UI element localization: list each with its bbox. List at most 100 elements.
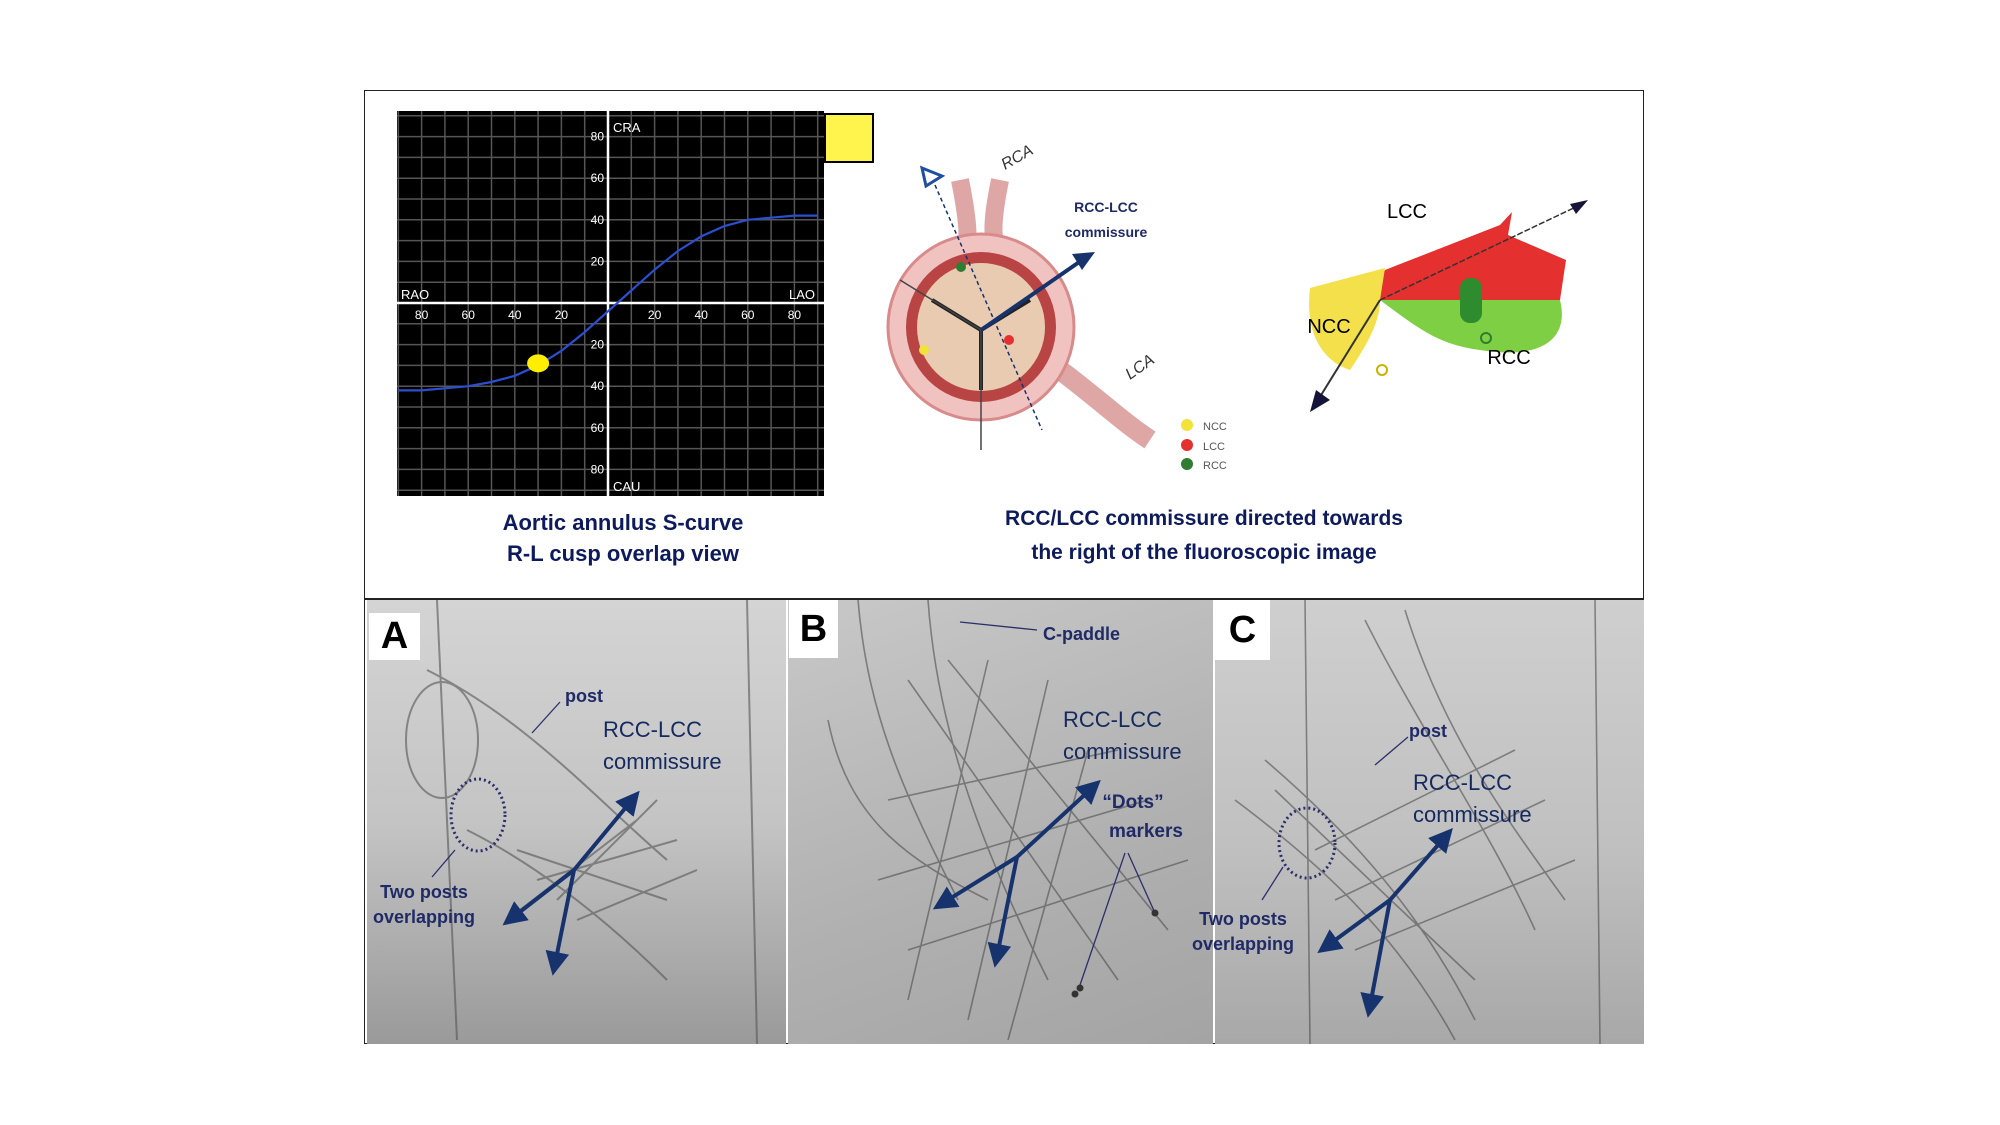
y-tick-label: 80: [591, 130, 605, 144]
coronary-ostium: [1460, 278, 1482, 323]
pointer-b-dots-1: [1079, 852, 1126, 986]
aortic-valve-diagram: RCA LCA RCC-LCC commissure NCC LCC RCC: [886, 142, 1227, 472]
y-tick-label: 40: [591, 213, 605, 227]
lcc-cusp: [1370, 212, 1566, 310]
x-tick-label: 20: [648, 308, 662, 322]
arrow-c-down: [1360, 899, 1392, 1018]
label-a-commissure-2: commissure: [603, 749, 722, 774]
dot-marker: [1151, 909, 1159, 917]
axis-down: [1317, 299, 1381, 401]
commissure-arrow: [979, 256, 1087, 332]
axis-label-cra: CRA: [613, 120, 641, 135]
rcc-dot: [956, 262, 966, 272]
cusp-3d-diagram: LCC NCC RCC: [1307, 200, 1588, 412]
label-b-commissure-1: RCC-LCC: [1063, 707, 1162, 732]
arrow-c-commissure: [1388, 827, 1453, 902]
axis-label-cau: CAU: [613, 479, 640, 494]
rcc-cusp: [1380, 300, 1562, 353]
label-b-dots-2: markers: [1109, 821, 1183, 842]
label-c-overlap-2: overlapping: [1191, 934, 1295, 954]
label-a-post: post: [565, 686, 603, 706]
fluoro-panel-c: C: [1215, 600, 1644, 1044]
y-tick-label: 20: [591, 338, 605, 352]
left-caption-line2: R-L cusp overlap view: [507, 541, 739, 566]
panel-label-b: B: [789, 600, 838, 658]
yellow-legend-box: [824, 113, 874, 163]
arrow-a-down: [545, 869, 576, 976]
dot-marker: [1071, 990, 1079, 998]
legend-ncc-label: NCC: [1203, 421, 1227, 433]
y-tick-label: 20: [591, 254, 605, 268]
cusp-legend: NCC LCC RCC: [1181, 419, 1227, 472]
label-b-commissure-2: commissure: [1063, 739, 1182, 764]
dot-marker: [1076, 984, 1084, 992]
commissure-label-line1: RCC-LCC: [1074, 199, 1138, 215]
fluoro-panel-a: A: [367, 600, 786, 1044]
axis-up-arrowhead: [1570, 200, 1588, 214]
lcc-dot: [1004, 335, 1014, 345]
legend-ncc-dot: [1181, 419, 1193, 431]
x-tick-label: 40: [695, 308, 709, 322]
valve-leaflets: [917, 263, 1045, 391]
label-a-commissure-1: RCC-LCC: [603, 717, 702, 742]
lca-vessel: [1053, 362, 1156, 449]
arrow-b-down: [987, 856, 1019, 968]
axis-label-lao: LAO: [789, 287, 815, 302]
section-divider: [364, 598, 1644, 600]
pointer-b-paddle: [959, 621, 1038, 631]
label-c-commissure-2: commissure: [1413, 802, 1532, 827]
label-b-paddle: C-paddle: [1043, 624, 1121, 644]
x-tick-label: 60: [741, 308, 755, 322]
label-c-overlap-1: Two posts: [1199, 909, 1287, 929]
commissure-arrowhead: [1072, 252, 1095, 270]
pointer-c-overlap: [1261, 866, 1284, 901]
arrow-b-commissure: [1015, 779, 1101, 859]
ncc-cusp: [1309, 268, 1385, 370]
x-tick-label: 40: [508, 308, 522, 322]
view-line-dashed: [934, 184, 1043, 431]
arrow-c-left: [1317, 898, 1392, 954]
left-caption-line1: Aortic annulus S-curve: [502, 510, 744, 535]
label-a-overlap-2: overlapping: [372, 907, 476, 927]
label-c-commissure-1: RCC-LCC: [1413, 770, 1512, 795]
s-curve-line: [398, 214, 818, 392]
arrow-b-left: [932, 855, 1019, 910]
legend-lcc-dot: [1181, 439, 1193, 451]
pointer-b-dots-2: [1127, 852, 1156, 914]
pointer-a-post: [531, 701, 561, 734]
legend-rcc-dot: [1181, 458, 1193, 470]
y-tick-label: 60: [591, 171, 605, 185]
overlap-circle-c: [1277, 806, 1337, 880]
ncc-label: NCC: [1307, 316, 1350, 338]
x-tick-label: 20: [555, 308, 569, 322]
x-tick-label: 80: [415, 308, 429, 322]
y-tick-label: 80: [591, 462, 605, 476]
overlap-circle-a: [449, 777, 507, 853]
y-tick-label: 40: [591, 379, 605, 393]
x-tick-label: 60: [462, 308, 476, 322]
right-caption-line2: the right of the fluoroscopic image: [1031, 541, 1377, 564]
lcc-label: LCC: [1387, 201, 1427, 223]
axis-up: [1379, 204, 1581, 301]
legend-lcc-label: LCC: [1203, 441, 1225, 453]
fluoro-panel-b: B: [788, 600, 1213, 1044]
panel-label-c: C: [1215, 600, 1270, 660]
ncc-dot: [1376, 364, 1388, 376]
right-caption-line1: RCC/LCC commissure directed towards: [1005, 507, 1403, 530]
x-tick-label: 80: [788, 308, 802, 322]
ncc-dot: [919, 345, 929, 355]
panel-label-a: A: [369, 613, 420, 660]
rcc-dot: [1480, 332, 1492, 344]
label-b-dots-1: “Dots”: [1102, 792, 1164, 813]
stent-image-c: [1234, 600, 1601, 1044]
label-a-overlap-1: Two posts: [380, 882, 468, 902]
arrow-a-commissure: [572, 790, 640, 872]
label-c-post: post: [1409, 721, 1447, 741]
chart-axes: [397, 111, 824, 496]
pointer-c-post: [1374, 736, 1409, 766]
cusp-overlap-marker: [527, 354, 550, 373]
eye-icon: [919, 165, 946, 189]
